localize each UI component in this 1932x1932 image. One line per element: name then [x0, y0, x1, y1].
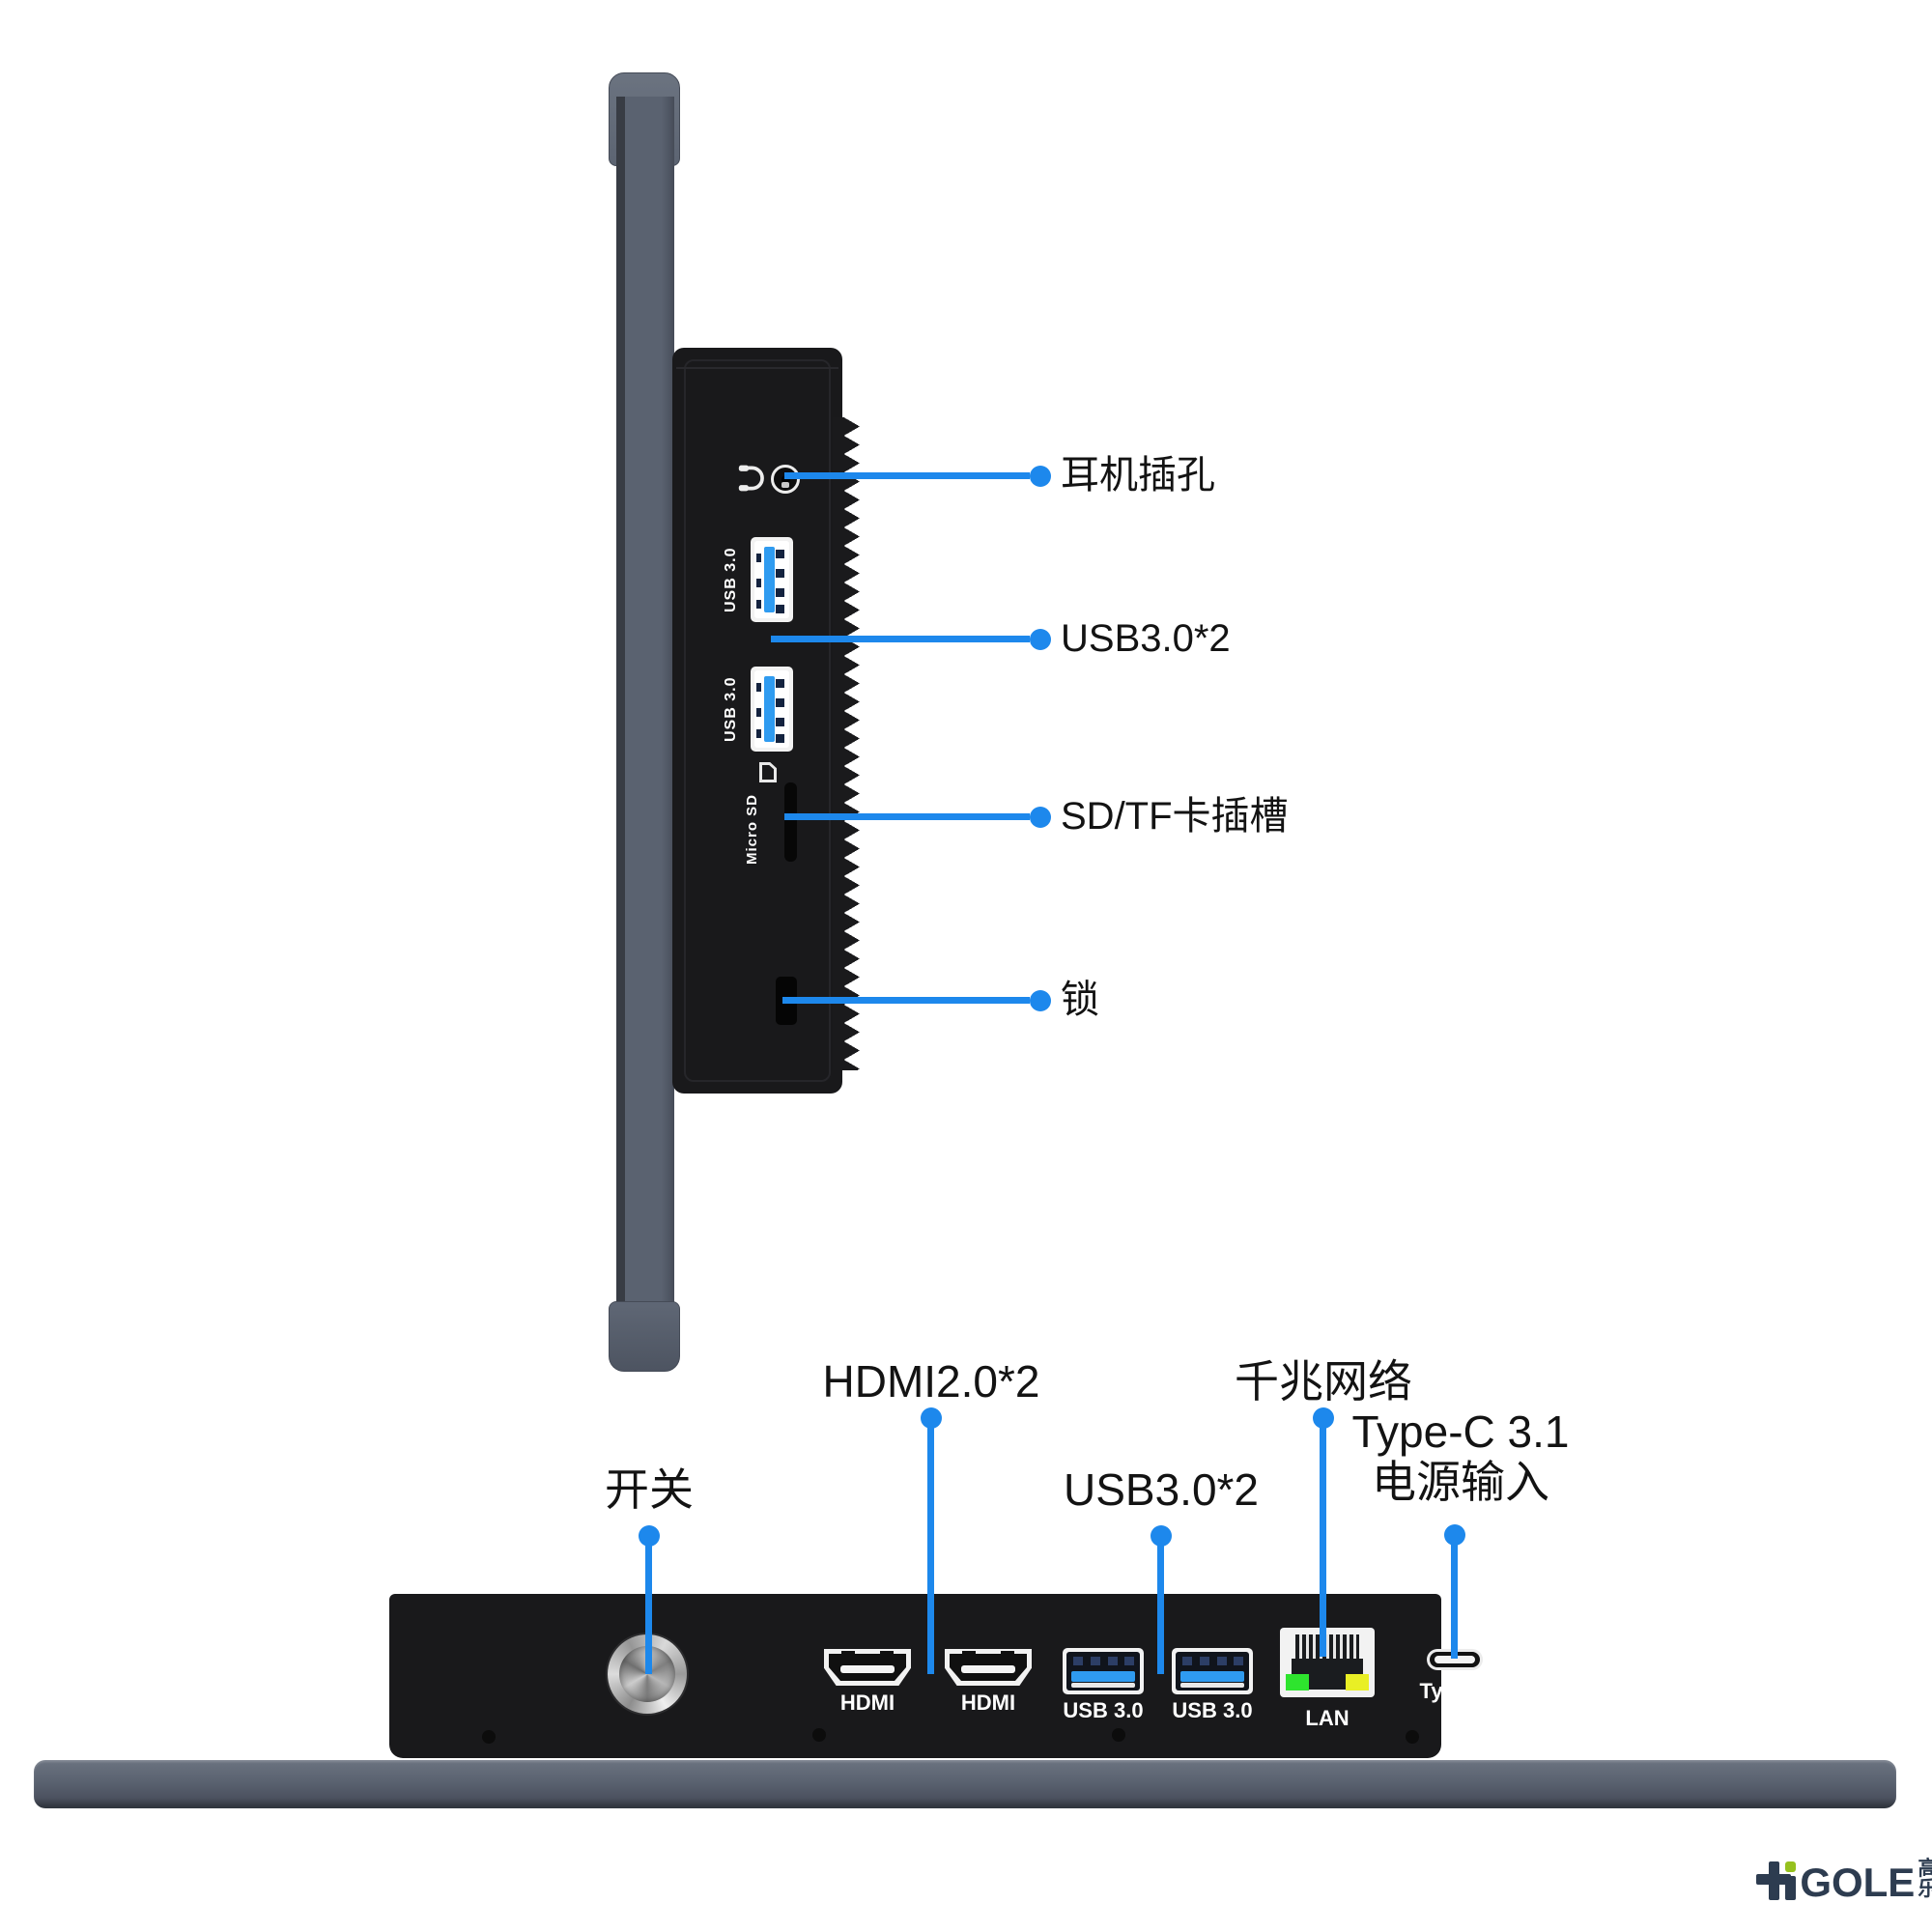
display-panel-bottom-cap [609, 1301, 680, 1372]
logo-i-icon [1785, 1861, 1797, 1900]
side-usb3-label-1: USB 3.0 [723, 547, 739, 612]
bottom-usb3-label-1: USB 3.0 [1063, 1698, 1144, 1722]
callout-dot-power [639, 1525, 660, 1547]
callout-dot-headphone [1030, 466, 1051, 487]
callout-label-lan: 千兆网络 [1235, 1356, 1412, 1406]
callout-label-lock: 锁 [1061, 979, 1099, 1021]
headphone-jack-nub [781, 482, 789, 488]
callout-label-headphone: 耳机插孔 [1061, 454, 1215, 497]
screw-hole-3 [1112, 1728, 1125, 1742]
callout-line-headphone [784, 472, 1030, 479]
screw-hole-2 [812, 1728, 826, 1742]
heatsink-fins [833, 417, 860, 1070]
callout-label-power: 开关 [605, 1464, 694, 1515]
headset-icon [738, 465, 764, 492]
headphone-jack-hole [781, 474, 790, 484]
lan-pins [1295, 1634, 1359, 1661]
sd-card-icon [759, 762, 777, 782]
logo-cn-text: 高乐 [1918, 1858, 1932, 1900]
callout-line-lock [782, 997, 1030, 1004]
side-usb3-port-2 [751, 667, 793, 752]
side-usb3-label-2: USB 3.0 [723, 676, 739, 742]
callout-label-typec-line2: 电源输入 [1372, 1457, 1549, 1507]
callout-dot-lan [1313, 1407, 1334, 1429]
typec-label: Type-C [1419, 1679, 1491, 1703]
headphone-jack [771, 465, 800, 494]
bottom-usb3-port-2 [1172, 1648, 1253, 1694]
lan-led-green [1286, 1674, 1309, 1690]
callout-line-sdtf [784, 813, 1030, 820]
bottom-usb3-port-1 [1063, 1648, 1144, 1694]
callout-dot-usb-bottom [1151, 1525, 1172, 1547]
hdmi-port-1 [824, 1649, 911, 1686]
hdmi-label-1: HDMI [839, 1690, 895, 1715]
callout-line-hdmi [927, 1427, 934, 1674]
callout-line-usb-side [771, 636, 1030, 642]
callout-dot-hdmi [921, 1407, 942, 1429]
bottom-usb3-label-2: USB 3.0 [1172, 1698, 1253, 1722]
lan-led-yellow [1346, 1674, 1369, 1690]
callout-dot-sdtf [1030, 807, 1051, 828]
logo-plus-icon [1756, 1861, 1791, 1900]
callout-line-typec [1451, 1544, 1458, 1659]
lan-label: LAN [1305, 1706, 1350, 1730]
brand-logo: GOLE 高乐 [1756, 1858, 1932, 1906]
callout-line-power [645, 1545, 652, 1674]
callout-dot-usb-side [1030, 629, 1051, 650]
microsd-slot [784, 782, 797, 862]
callout-line-lan [1320, 1427, 1326, 1657]
callout-label-usb-side: USB3.0*2 [1061, 617, 1231, 660]
display-panel-bottom-edge [34, 1760, 1896, 1808]
pc-box-seam-line [676, 367, 838, 369]
side-usb3-port-1 [751, 537, 793, 622]
callout-label-sdtf: SD/TF卡插槽 [1061, 795, 1289, 838]
microsd-label: Micro SD [744, 793, 760, 865]
callout-line-usb-bottom [1157, 1545, 1164, 1674]
callout-dot-typec [1444, 1524, 1465, 1546]
screw-hole-1 [482, 1730, 496, 1744]
hdmi-port-2 [945, 1649, 1032, 1686]
callout-label-usb-bottom: USB3.0*2 [1063, 1464, 1260, 1515]
screw-hole-4 [1406, 1730, 1419, 1744]
typec-port [1427, 1649, 1483, 1670]
pc-box-bottom [389, 1594, 1441, 1758]
callout-label-typec-line1: Type-C 3.1 [1351, 1406, 1570, 1457]
display-panel-side [616, 97, 674, 1352]
callout-label-hdmi: HDMI2.0*2 [822, 1356, 1040, 1406]
logo-text: GOLE [1800, 1860, 1916, 1906]
lan-port [1280, 1628, 1375, 1697]
callout-dot-lock [1030, 990, 1051, 1011]
hdmi-label-2: HDMI [960, 1690, 1016, 1715]
pc-box-seam [684, 359, 831, 1082]
